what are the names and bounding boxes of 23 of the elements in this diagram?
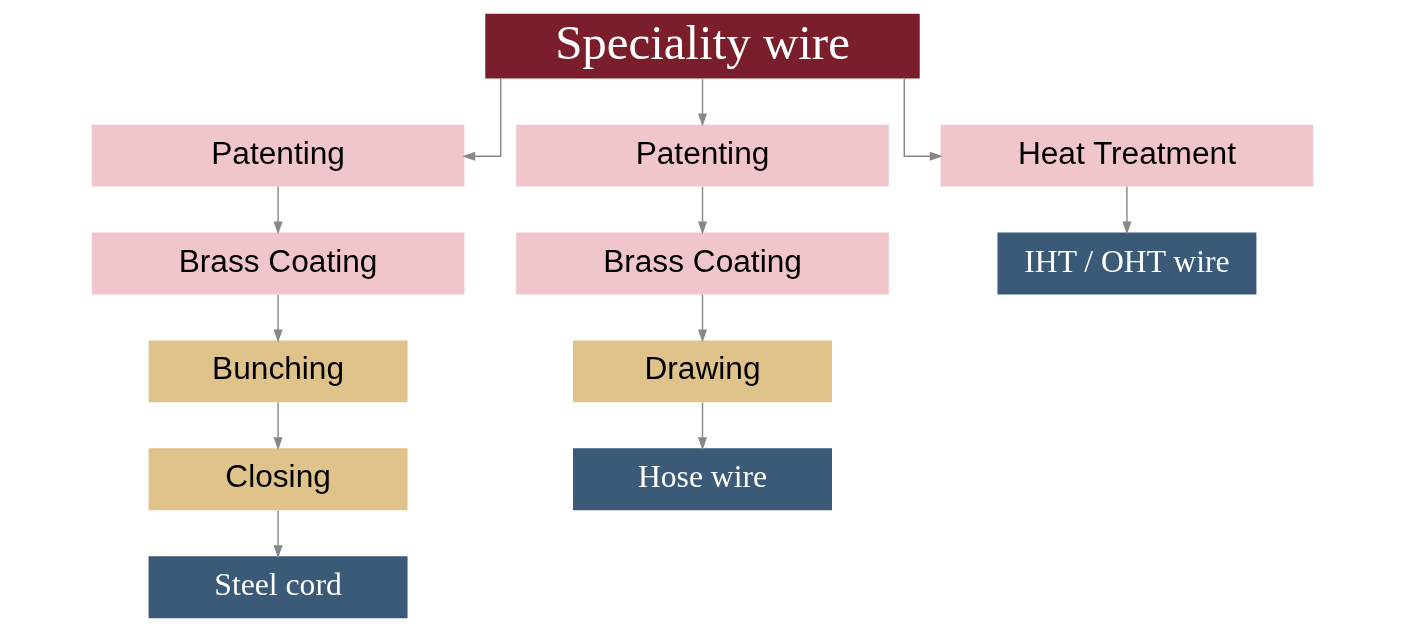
arrow xyxy=(273,293,283,343)
arrow xyxy=(273,509,283,559)
node-box: Hose wire xyxy=(573,448,832,511)
node-box: Speciality wire xyxy=(485,13,920,79)
node-box: Closing xyxy=(148,448,408,511)
node-box: IHT / OHT wire xyxy=(997,232,1257,295)
arrow xyxy=(697,401,708,451)
node-box: Steel cord xyxy=(148,556,408,619)
arrow xyxy=(697,78,708,127)
node-box: Bunching xyxy=(148,340,408,403)
arrow xyxy=(273,401,283,451)
arrow xyxy=(273,186,283,235)
arrow xyxy=(697,186,708,235)
node-box: Brass Coating xyxy=(91,232,465,295)
node-box: Heat Treatment xyxy=(940,124,1314,187)
arrow xyxy=(1122,186,1132,235)
node-box: Patenting xyxy=(91,124,465,187)
arrow xyxy=(697,293,708,343)
node-box: Patenting xyxy=(516,124,889,187)
arrow xyxy=(903,77,943,161)
node-box: Brass Coating xyxy=(516,232,889,295)
node-box: Drawing xyxy=(573,340,832,403)
arrow xyxy=(462,77,502,161)
